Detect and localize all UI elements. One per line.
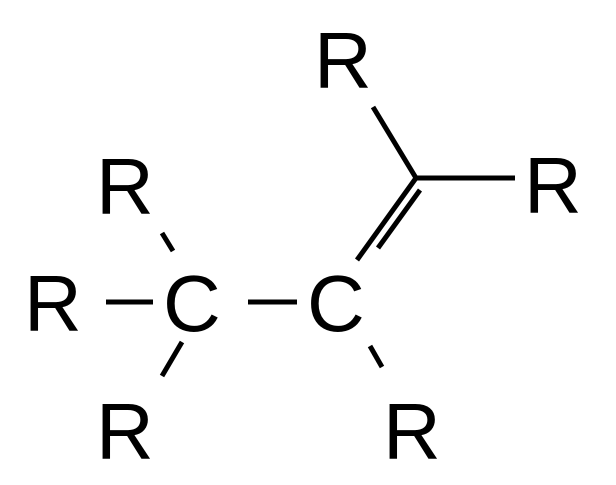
atom-c-left: C [163,259,221,348]
double-bond-outer [354,176,419,262]
bond-upper-carbon-r-top [370,105,419,180]
atom-r-left: R [24,259,82,348]
atom-labels: R R R R C C R R [24,16,582,476]
double-bond-inner [375,188,423,250]
atom-r-right: R [524,141,582,230]
bond-r-upper-left-c-left [159,231,176,253]
atom-r-upper-left: R [96,142,154,231]
atom-r-lower-left: R [96,387,154,476]
atom-c-right: C [307,259,365,348]
atom-r-top: R [314,16,372,105]
bond-c-left-r-lower-left [159,340,185,378]
bond-c-right-r-lower-right [367,344,385,369]
bonds [106,105,515,378]
atom-r-lower-right: R [383,387,441,476]
